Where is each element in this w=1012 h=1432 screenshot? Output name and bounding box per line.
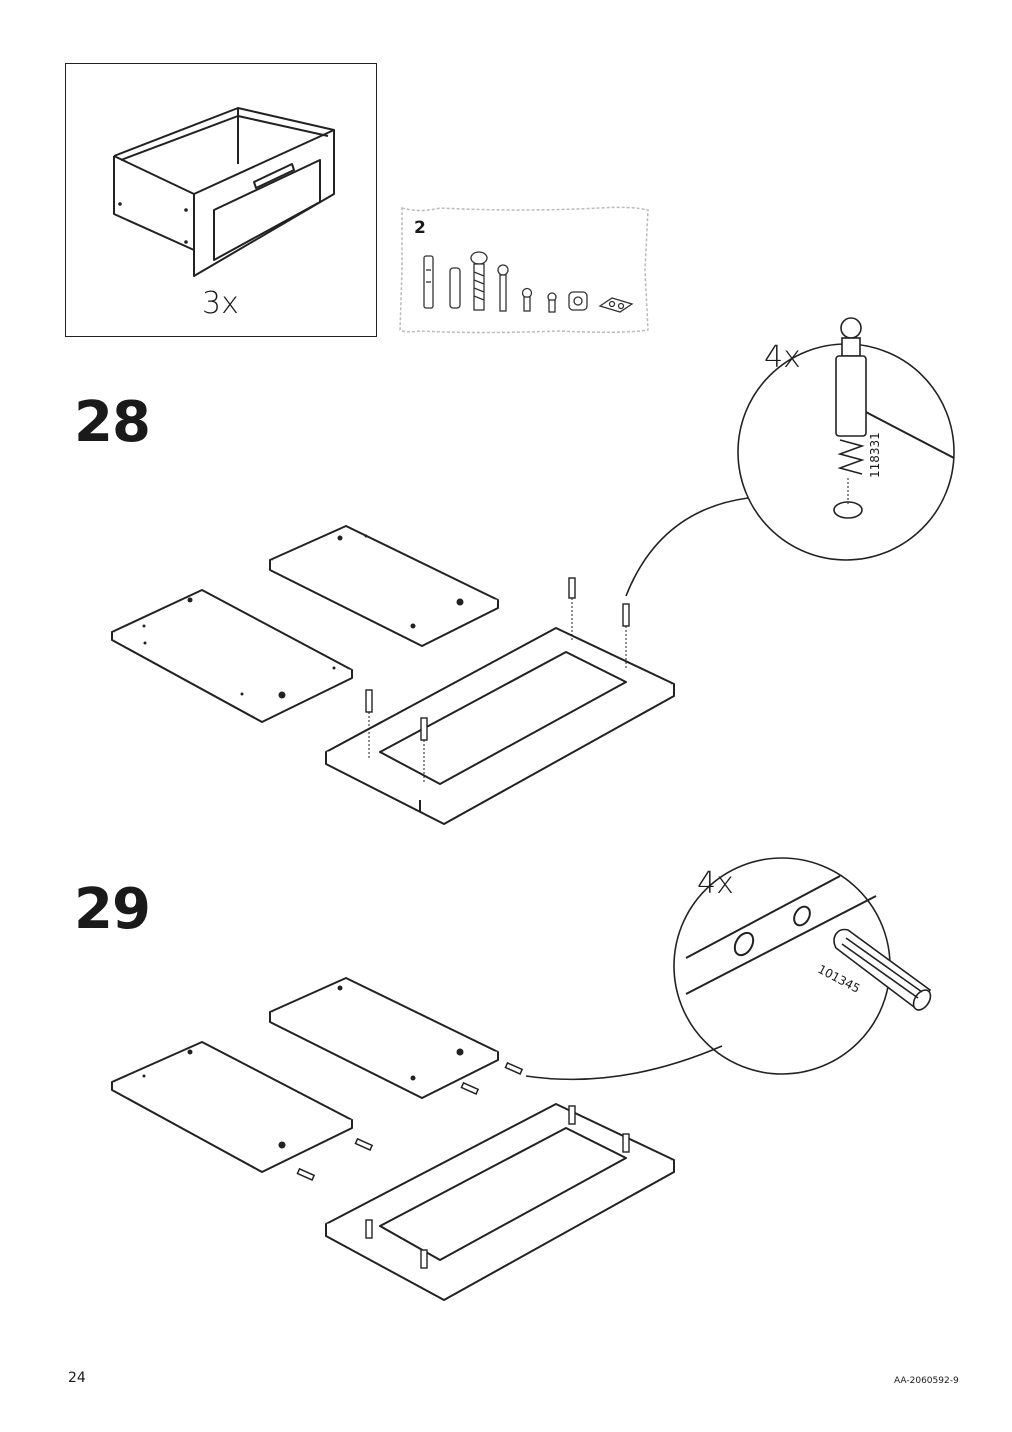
cam-bolt (568, 1105, 576, 1125)
cam-bolt (420, 1249, 428, 1269)
dowel (296, 1167, 316, 1181)
document-code: AA-2060592-9 (894, 1376, 959, 1386)
dowel (460, 1081, 480, 1095)
connector-plate-part-icon (598, 297, 634, 313)
plug-part-icon (449, 267, 461, 309)
dowel (354, 1137, 374, 1151)
step-number: 28 (74, 390, 151, 455)
cam-bolt (622, 1133, 630, 1153)
step-number: 29 (74, 877, 151, 942)
page-number: 24 (68, 1370, 86, 1386)
callout-quantity: 4x (697, 866, 734, 901)
dowel-detail-icon (833, 928, 932, 1012)
callout-quantity: 4x (764, 340, 801, 375)
bag-number: 2 (414, 218, 426, 238)
dowel (504, 1061, 524, 1075)
overview-box: 3x (65, 63, 377, 337)
drawer-illustration (113, 107, 335, 277)
overview-quantity: 3x (202, 286, 239, 321)
cam-bolt (365, 1219, 373, 1239)
